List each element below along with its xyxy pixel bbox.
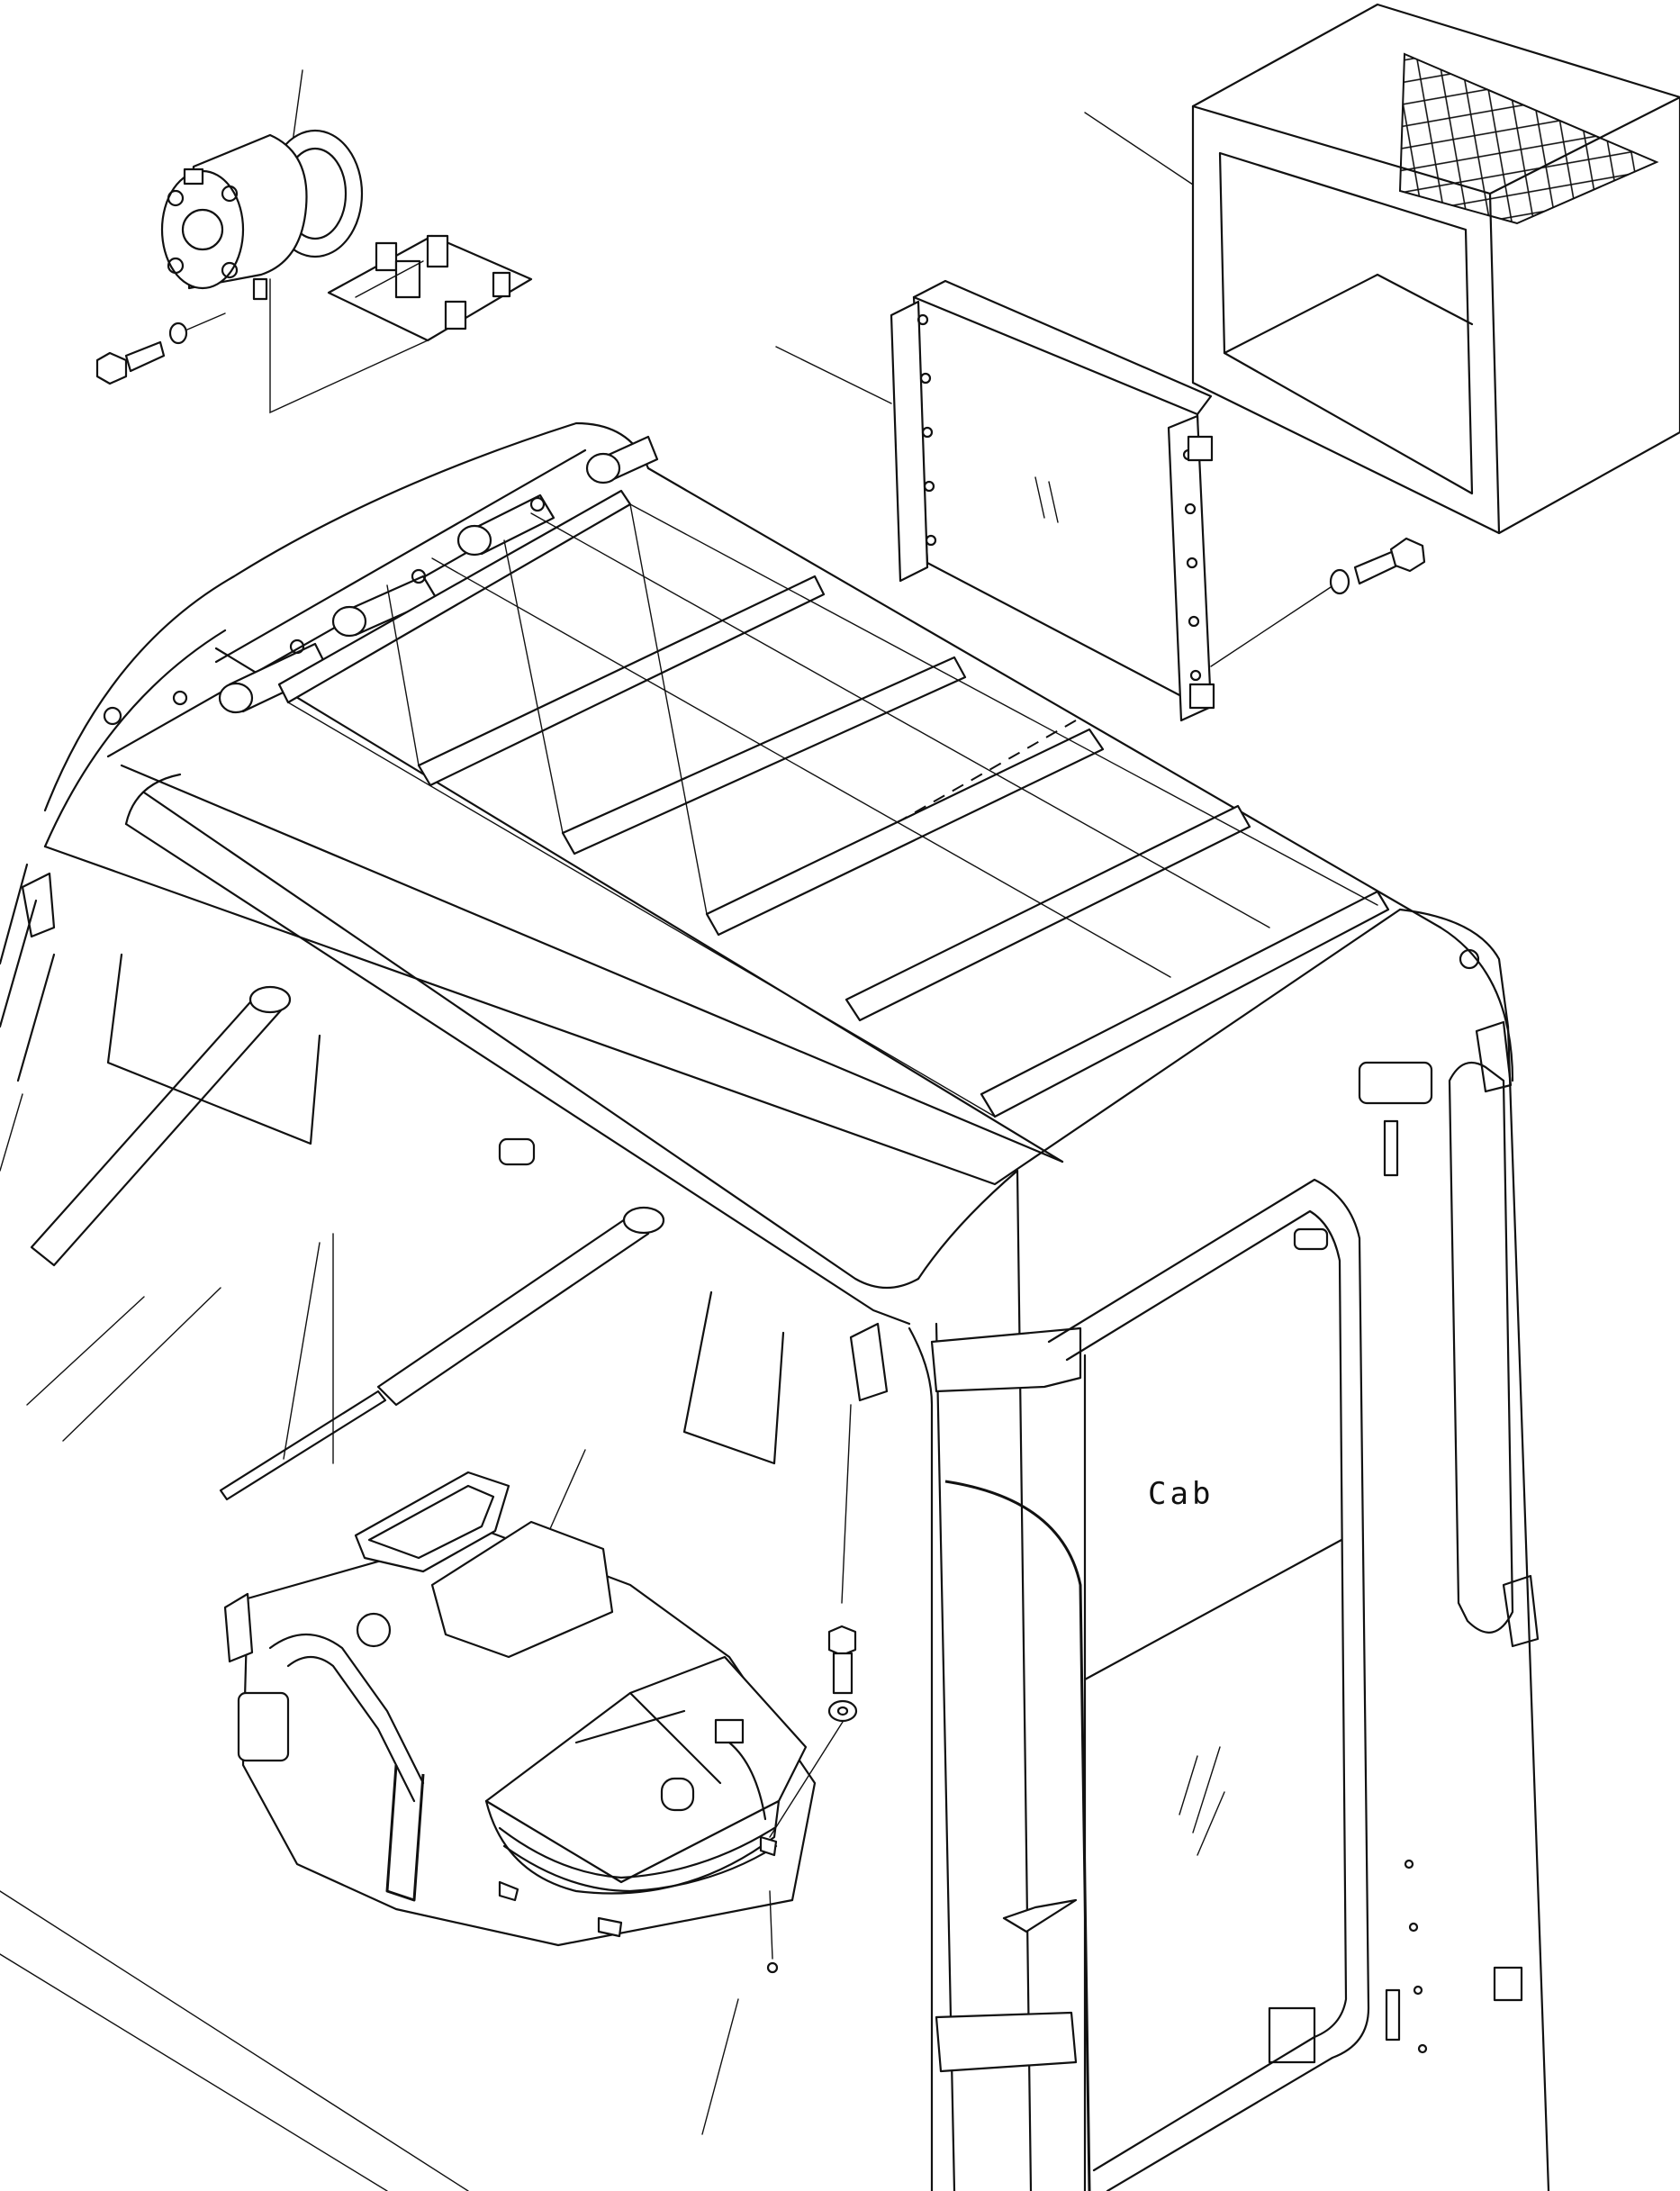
wiper (30, 985, 665, 1501)
leader-line (269, 278, 429, 414)
bolt (95, 312, 226, 385)
cab-label: Cab (1148, 1476, 1214, 1512)
cab-roof (21, 421, 1540, 1648)
condenser-cover-box (1084, 3, 1680, 535)
compressor (160, 69, 364, 301)
air-conditioner-unit (223, 1449, 817, 1947)
condenser-bolt (1210, 537, 1426, 667)
leader-line (886, 720, 1077, 829)
condenser (775, 279, 1215, 722)
unit-bolt (766, 1404, 858, 1974)
cab-body (0, 863, 1550, 2191)
compressor-bracket (327, 234, 533, 342)
